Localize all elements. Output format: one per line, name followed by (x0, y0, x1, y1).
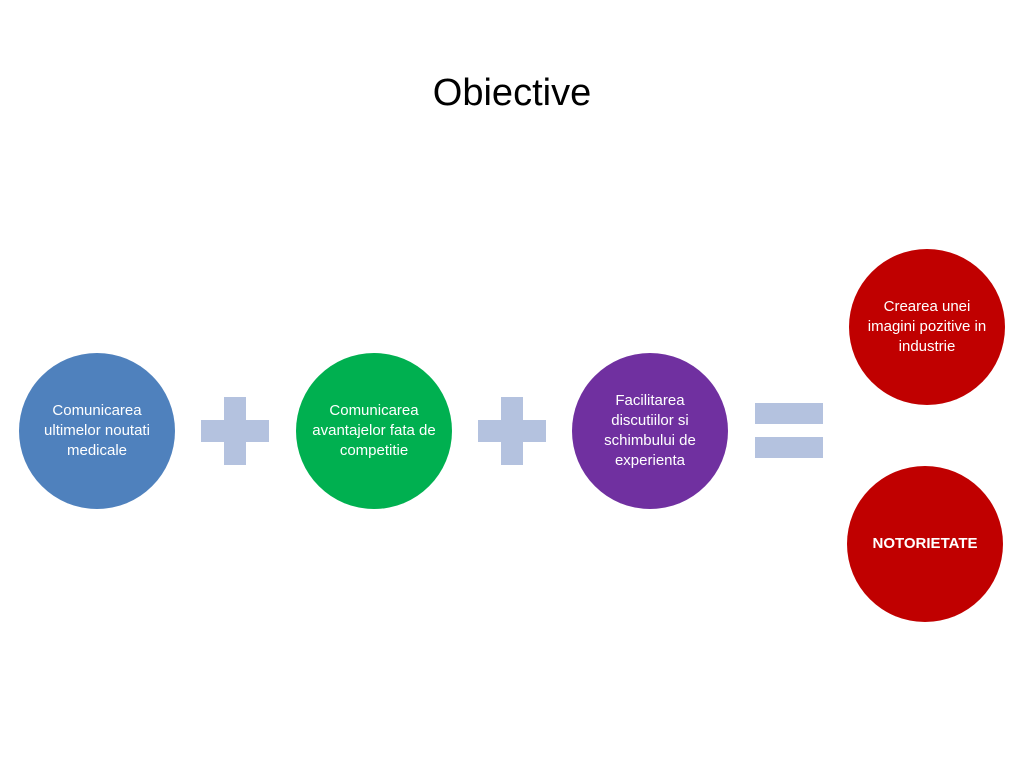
objective-circle-discussions: Facilitarea discutiilor si schimbului de… (572, 353, 728, 509)
objective-circle-advantages: Comunicarea avantajelor fata de competit… (296, 353, 452, 509)
objective-label-advantages: Comunicarea avantajelor fata de competit… (312, 402, 436, 459)
objective-label-discussions: Facilitarea discutiilor si schimbului de… (604, 392, 696, 469)
plus-icon (478, 397, 546, 465)
result-circle-positive-image: Crearea unei imagini pozitive in industr… (849, 249, 1005, 405)
result-label-notoriety: NOTORIETATE (872, 535, 978, 552)
plus-icon (201, 397, 269, 465)
result-circle-notoriety: NOTORIETATE (847, 466, 1003, 622)
objective-circle-news: Comunicarea ultimelor noutati medicale (19, 353, 175, 509)
slide-title: Obiective (432, 72, 592, 114)
result-label-positive-image: Crearea unei imagini pozitive in industr… (867, 298, 987, 355)
equals-icon (755, 403, 823, 459)
objective-label-news: Comunicarea ultimelor noutati medicale (44, 402, 150, 459)
